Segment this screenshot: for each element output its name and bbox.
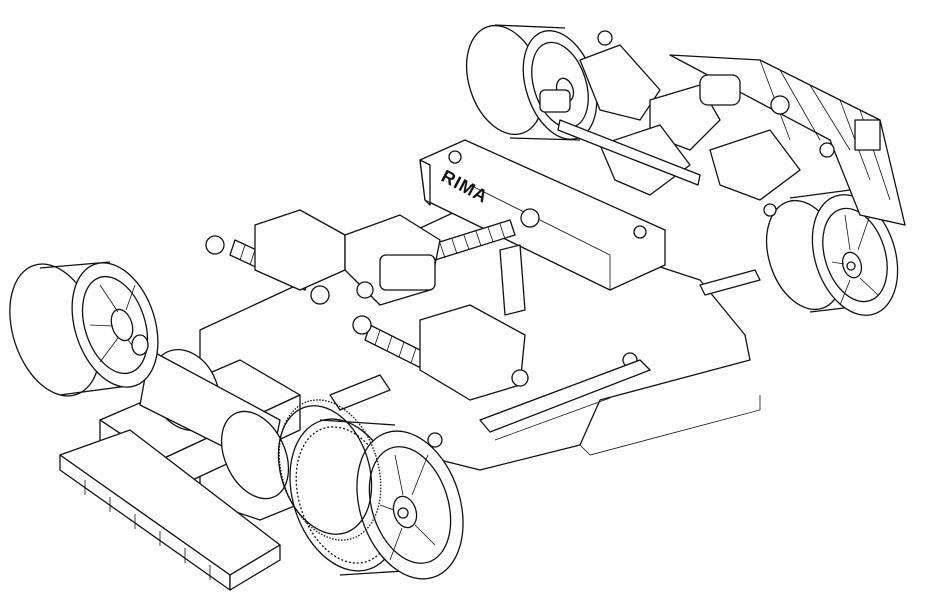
rear-pod-plate: RIMA — [419, 139, 666, 291]
front-bumper — [59, 429, 281, 591]
wheel-rear-right — [765, 189, 899, 316]
front-suspension-block — [254, 209, 638, 448]
rear-body-mount — [669, 54, 906, 226]
wheel-front-left — [9, 261, 159, 397]
rear-suspension — [539, 30, 835, 217]
wheel-rear-left — [465, 24, 598, 141]
wheel-front-right — [289, 418, 464, 580]
spur-gear — [277, 399, 382, 541]
